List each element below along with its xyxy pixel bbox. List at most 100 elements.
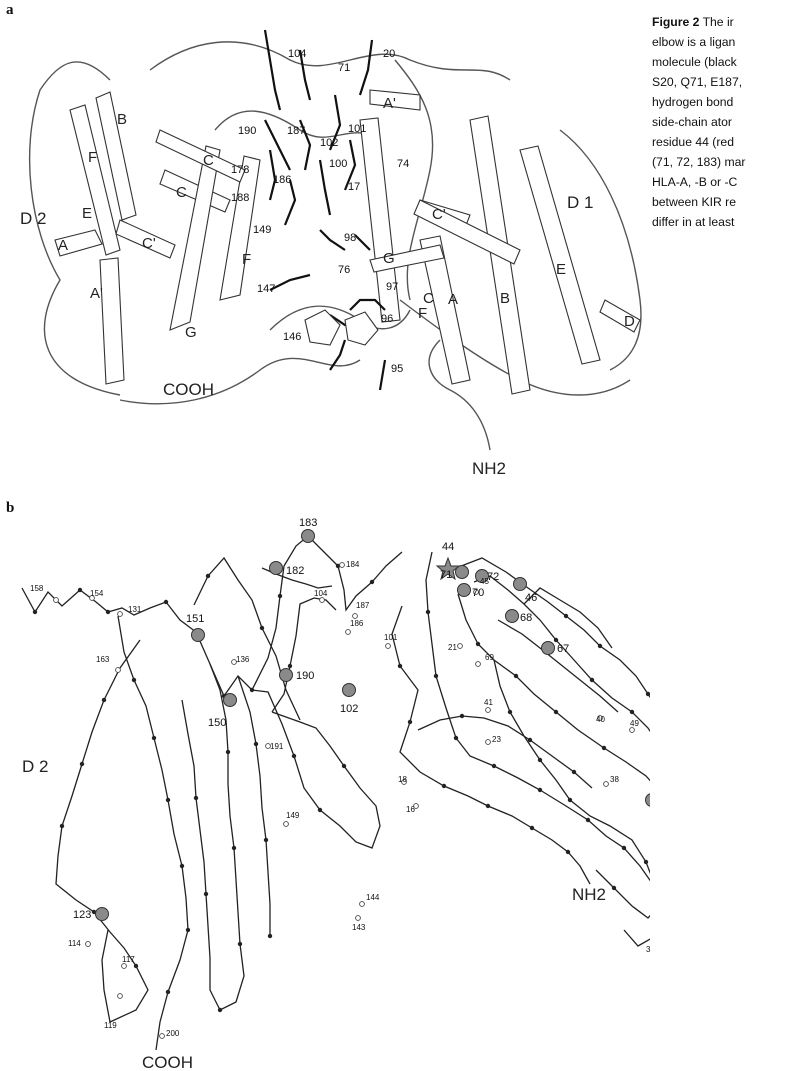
minor-residue-label: 200 bbox=[166, 1029, 180, 1038]
highlighted-residue bbox=[458, 584, 471, 597]
caption-line-0: Figure 2 The ir bbox=[652, 12, 796, 32]
residue-label: 95 bbox=[391, 363, 403, 375]
backbone-trace bbox=[272, 598, 336, 712]
strand-label: A' bbox=[90, 285, 103, 302]
strand-a-prime-d2 bbox=[100, 258, 124, 384]
minor-residue-label: 18 bbox=[398, 775, 407, 784]
residue-label: 186 bbox=[273, 174, 291, 186]
highlighted-label: 102 bbox=[340, 703, 358, 715]
domain-label-d1: D 1 bbox=[567, 193, 593, 212]
strand-label: G bbox=[185, 324, 197, 341]
residue-label: 76 bbox=[338, 264, 350, 276]
backbone-trace bbox=[498, 620, 618, 712]
panel-b-trace-diagram: 183 182 151 190 102 150 44 71 72 70 46 6… bbox=[22, 517, 650, 1071]
backbone-trace bbox=[182, 664, 244, 1010]
minor-residue-label: 149 bbox=[286, 811, 300, 820]
nh2-terminus-label: NH2 bbox=[572, 885, 606, 904]
strand-label: D bbox=[624, 313, 635, 330]
strand-label: A bbox=[58, 237, 68, 254]
strand-label: A' bbox=[383, 95, 396, 112]
highlighted-residue bbox=[514, 578, 527, 591]
ring-96 bbox=[345, 312, 378, 345]
minor-residue-label: 158 bbox=[30, 584, 44, 593]
backbone-trace bbox=[22, 588, 380, 848]
backbone-trace bbox=[474, 576, 650, 928]
minor-residue-label: 38 bbox=[610, 775, 619, 784]
highlighted-label: 68 bbox=[520, 612, 532, 624]
highlighted-residue bbox=[302, 530, 315, 543]
residue-label: 104 bbox=[288, 48, 306, 60]
minor-residue-label: 114 bbox=[68, 939, 81, 948]
residue-label: 71 bbox=[338, 62, 350, 74]
residue-label: 188 bbox=[231, 192, 249, 204]
residue-label: 190 bbox=[238, 125, 256, 137]
highlighted-label: 71 bbox=[440, 569, 452, 581]
highlighted-label: 44 bbox=[442, 541, 454, 553]
highlighted-residue bbox=[506, 610, 519, 623]
caption-line-6: residue 44 (red bbox=[652, 132, 796, 152]
loop bbox=[560, 130, 641, 370]
residue-label: 100 bbox=[329, 158, 347, 170]
strand-label: C' bbox=[142, 235, 156, 252]
highlighted-label: 70 bbox=[472, 587, 484, 599]
highlighted-residue bbox=[270, 562, 283, 575]
caption-title: Figure 2 bbox=[652, 15, 699, 29]
labelled-ca-markers bbox=[54, 563, 650, 1039]
minor-residue-label: 23 bbox=[492, 735, 501, 744]
backbone-trace bbox=[56, 640, 148, 1022]
highlighted-label: 183 bbox=[299, 517, 317, 529]
backbone-trace bbox=[238, 676, 270, 936]
minor-residue-label: 41 bbox=[484, 698, 493, 707]
caption-line-10: differ in at least bbox=[652, 212, 796, 232]
residue-label: 74 bbox=[397, 158, 409, 170]
strand-label: B bbox=[117, 111, 127, 128]
strand-label: C bbox=[203, 152, 214, 169]
caption-text-0: The ir bbox=[703, 15, 734, 29]
minor-residue-label: 45 bbox=[480, 577, 489, 586]
strand-label: C' bbox=[432, 206, 446, 223]
ca-atoms bbox=[33, 564, 650, 1012]
minor-residue-label: 184 bbox=[346, 560, 360, 569]
strand-label: E bbox=[556, 261, 566, 278]
domain-label-d2: D 2 bbox=[22, 757, 48, 776]
strand-e-d1 bbox=[520, 146, 600, 364]
strand-label: F bbox=[418, 305, 427, 322]
minor-residue-label: 49 bbox=[630, 719, 639, 728]
highlighted-label: 151 bbox=[186, 613, 204, 625]
caption-line-9: between KIR re bbox=[652, 192, 796, 212]
minor-residue-label: 187 bbox=[356, 601, 370, 610]
residue-label: 146 bbox=[283, 331, 301, 343]
caption-line-5: side-chain ator bbox=[652, 112, 796, 132]
residue-label: 96 bbox=[381, 313, 393, 325]
nh2-terminus-label: NH2 bbox=[472, 459, 506, 478]
backbone-trace bbox=[252, 536, 402, 690]
minor-residue-label: 144 bbox=[366, 893, 380, 902]
minor-residue-label: 131 bbox=[128, 605, 142, 614]
caption-line-7: (71, 72, 183) mar bbox=[652, 152, 796, 172]
strand-label: C bbox=[176, 184, 187, 201]
minor-residue-label: 136 bbox=[236, 655, 250, 664]
panel-a-ribbon-diagram: F B C A C' A' G F C E A' C' C G A B E D … bbox=[20, 30, 641, 478]
minor-residue-label: 191 bbox=[270, 742, 284, 751]
residue-label: 178 bbox=[231, 164, 249, 176]
backbone-trace bbox=[118, 616, 188, 1050]
highlighted-residue bbox=[343, 684, 356, 697]
strand-g-d2 bbox=[170, 146, 220, 330]
minor-residue-label: 40 bbox=[596, 715, 605, 724]
highlighted-residue bbox=[280, 669, 293, 682]
highlighted-label: 150 bbox=[208, 717, 226, 729]
caption-line-3: S20, Q71, E187, bbox=[652, 72, 796, 92]
strand-label: G bbox=[383, 250, 395, 267]
residue-label: 101 bbox=[348, 123, 366, 135]
highlighted-label: 182 bbox=[286, 565, 304, 577]
backbone-trace bbox=[418, 716, 592, 788]
strand-label: F bbox=[242, 251, 251, 268]
caption-line-4: hydrogen bond bbox=[652, 92, 796, 112]
highlighted-residue bbox=[192, 629, 205, 642]
strand-label: F bbox=[88, 149, 97, 166]
highlighted-label: 67 bbox=[557, 643, 569, 655]
cooh-terminus-label: COOH bbox=[142, 1053, 193, 1071]
caption-line-2: molecule (black bbox=[652, 52, 796, 72]
strand-label: B bbox=[500, 290, 510, 307]
minor-residue-label: 69 bbox=[485, 653, 494, 662]
